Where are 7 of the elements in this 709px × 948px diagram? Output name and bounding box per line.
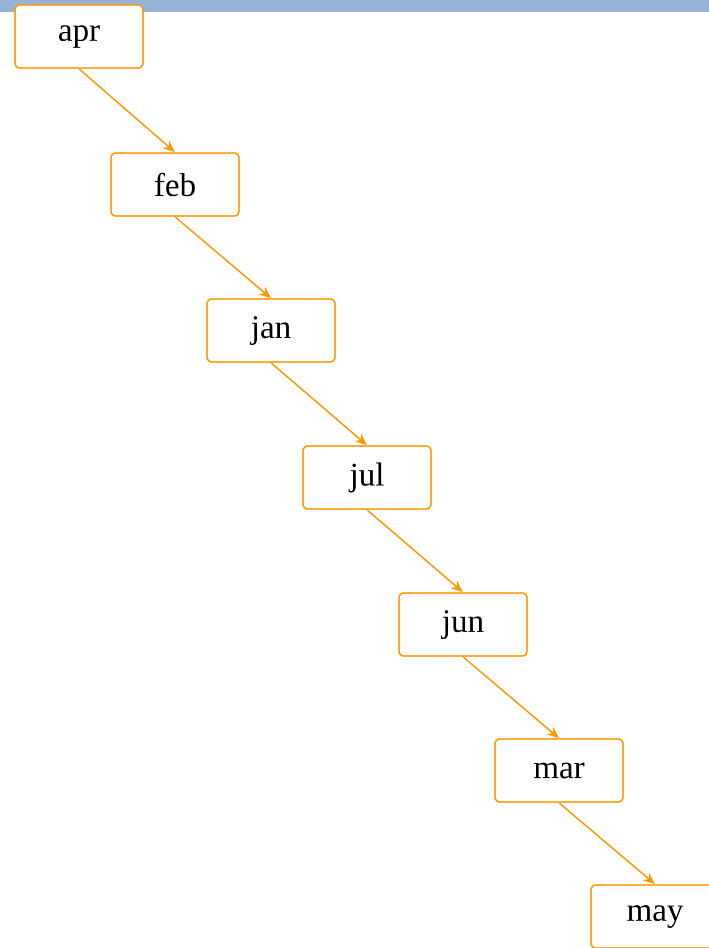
month-box: jul — [302, 445, 432, 510]
month-box: mar — [494, 738, 624, 803]
month-box: may — [590, 884, 709, 948]
month-box: apr — [14, 4, 144, 69]
month-box: feb — [110, 152, 240, 217]
month-box: jun — [398, 592, 528, 657]
month-box: jan — [206, 298, 336, 363]
